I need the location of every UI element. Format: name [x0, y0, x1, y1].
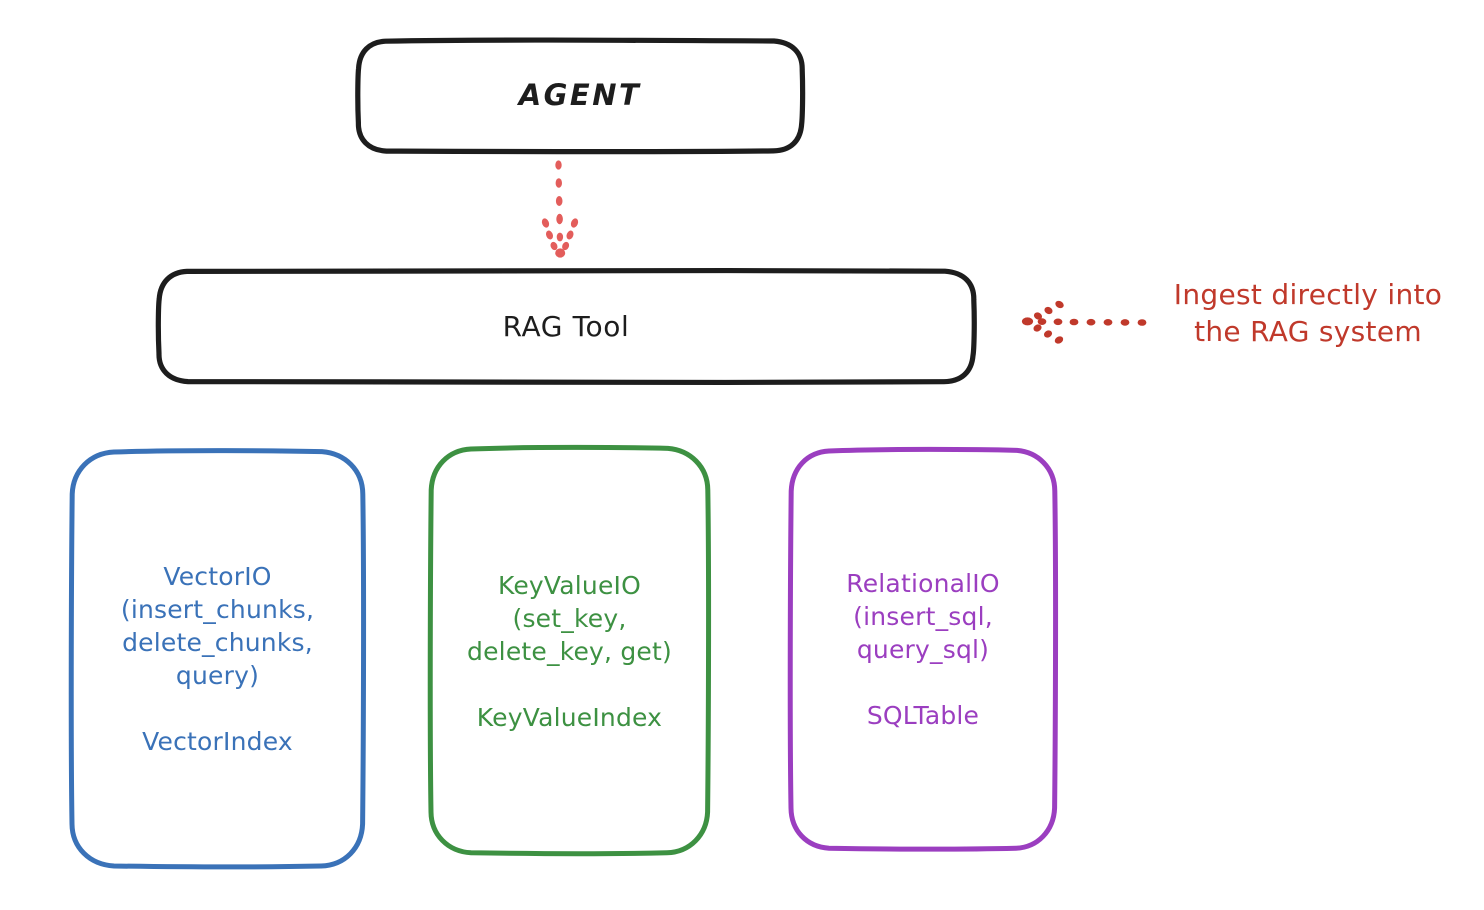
edge-agent-to-rag-tool-dots	[541, 160, 579, 258]
node-key-value-io[interactable]: KeyValueIO (set_key, delete_key, get) Ke…	[427, 444, 712, 857]
edge-ingest-arrow-dots	[1021, 300, 1147, 344]
node-relational-io[interactable]: RelationalIO (insert_sql, query_sql) SQL…	[787, 446, 1059, 852]
node-key-value-io-label: KeyValueIO (set_key, delete_key, get) Ke…	[467, 570, 672, 732]
node-vector-io-label: VectorIO (insert_chunks, delete_chunks, …	[120, 562, 315, 756]
node-relational-io-label: RelationalIO (insert_sql, query_sql) SQL…	[846, 569, 1000, 730]
node-rag-tool[interactable]: RAG Tool	[155, 267, 977, 386]
node-agent-label: AGENT	[518, 78, 642, 113]
annotation-ingest: Ingest directly into the RAG system	[1173, 278, 1443, 349]
node-agent[interactable]: AGENT	[355, 37, 806, 155]
node-vector-io[interactable]: VectorIO (insert_chunks, delete_chunks, …	[68, 448, 367, 870]
node-rag-tool-label: RAG Tool	[502, 309, 630, 343]
edge-agent-to-rag-tool	[541, 160, 579, 258]
edge-ingest-arrow	[1021, 300, 1147, 344]
